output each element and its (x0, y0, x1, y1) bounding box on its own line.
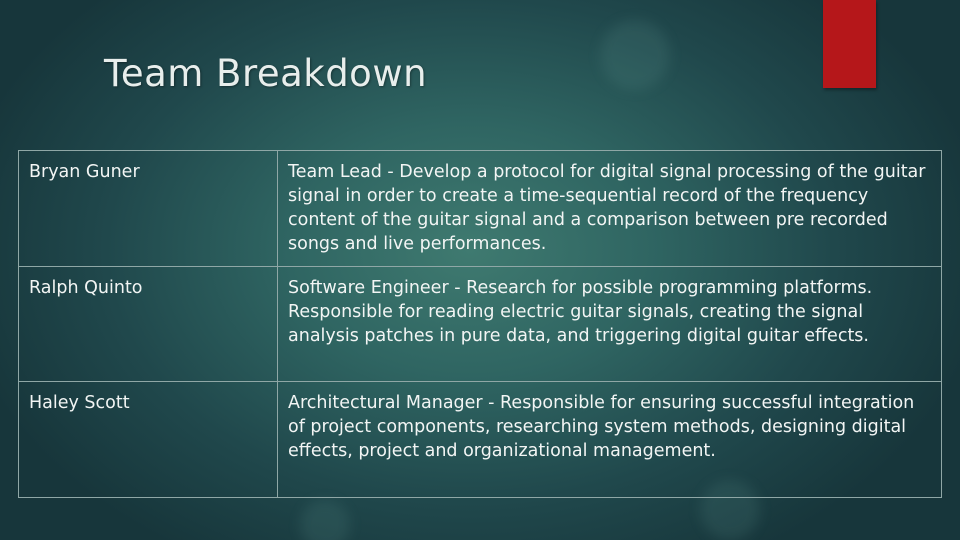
member-description: Software Engineer - Research for possibl… (277, 266, 942, 382)
table-row: Ralph Quinto Software Engineer - Researc… (18, 266, 942, 382)
background-bokeh (600, 20, 670, 90)
background-bokeh (300, 500, 350, 540)
table-row: Haley Scott Architectural Manager - Resp… (18, 381, 942, 498)
member-description: Architectural Manager - Responsible for … (277, 381, 942, 498)
member-description: Team Lead - Develop a protocol for digit… (277, 150, 942, 267)
member-name: Ralph Quinto (18, 266, 278, 382)
member-name: Bryan Guner (18, 150, 278, 267)
member-name: Haley Scott (18, 381, 278, 498)
table-row: Bryan Guner Team Lead - Develop a protoc… (18, 150, 942, 267)
slide-title: Team Breakdown (104, 52, 428, 95)
team-table: Bryan Guner Team Lead - Develop a protoc… (18, 150, 942, 498)
accent-bar (823, 0, 876, 88)
